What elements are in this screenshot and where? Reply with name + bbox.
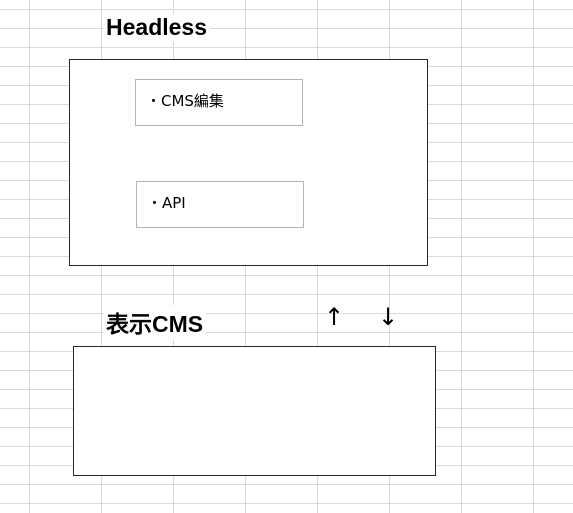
down-arrow-icon: ↓ [378,303,399,331]
display-cms-panel [73,346,436,476]
api-box: ・API [136,181,304,228]
display-cms-title: 表示CMS [103,305,207,339]
up-arrow-icon: ↑ [324,303,345,331]
headless-title: Headless [103,14,211,41]
cms-edit-box: ・CMS編集 [135,79,303,126]
